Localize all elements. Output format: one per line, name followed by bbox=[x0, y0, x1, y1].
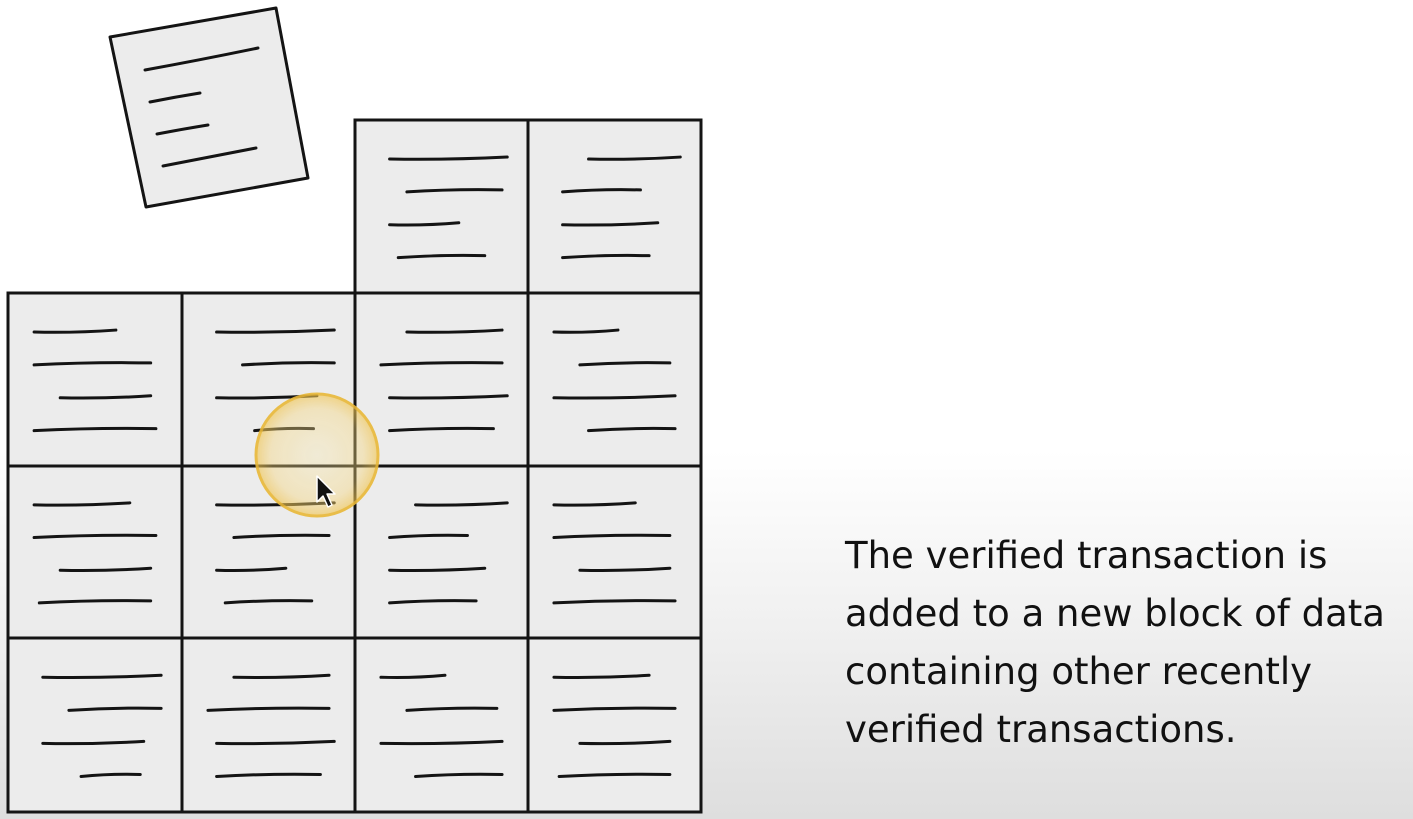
transaction-line bbox=[223, 599, 314, 605]
data-block bbox=[526, 464, 703, 640]
transaction-line bbox=[405, 188, 504, 194]
transaction-line bbox=[215, 739, 336, 746]
transaction-line bbox=[552, 328, 620, 334]
data-block bbox=[353, 291, 530, 468]
transaction-line bbox=[215, 328, 336, 334]
data-block bbox=[526, 291, 703, 468]
click-highlight-ring bbox=[254, 392, 380, 518]
transaction-line bbox=[414, 501, 509, 507]
data-block bbox=[526, 636, 703, 814]
data-block bbox=[6, 291, 184, 468]
transaction-line bbox=[388, 394, 509, 400]
transaction-line bbox=[241, 361, 336, 367]
transaction-line bbox=[32, 361, 153, 367]
transaction-line bbox=[32, 501, 132, 507]
caption-line: The verified transaction is bbox=[845, 534, 1328, 577]
data-block bbox=[526, 118, 703, 295]
transaction-line bbox=[405, 706, 499, 712]
transaction-line bbox=[552, 706, 677, 712]
data-block bbox=[180, 636, 357, 814]
transaction-line bbox=[388, 566, 487, 572]
transaction-line bbox=[232, 673, 331, 680]
transaction-line bbox=[215, 566, 288, 572]
transaction-line bbox=[552, 599, 677, 605]
transaction-line bbox=[396, 253, 487, 260]
caption-text: The verified transaction is added to a n… bbox=[845, 527, 1405, 759]
transaction-line bbox=[552, 501, 637, 507]
transaction-line bbox=[557, 772, 672, 778]
transaction-line bbox=[67, 706, 163, 712]
caption-line: containing other recently bbox=[845, 650, 1313, 693]
transaction-line bbox=[561, 221, 660, 227]
transaction-line bbox=[388, 533, 469, 540]
transaction-line bbox=[32, 328, 118, 334]
transaction-line bbox=[41, 739, 146, 746]
data-block bbox=[353, 118, 530, 295]
transaction-line bbox=[561, 188, 642, 194]
transaction-line bbox=[414, 772, 504, 778]
transaction-line bbox=[578, 739, 672, 746]
transaction-line bbox=[41, 673, 163, 680]
transaction-line bbox=[379, 739, 504, 746]
transaction-line bbox=[405, 328, 504, 334]
transaction-line bbox=[552, 533, 672, 540]
data-block bbox=[353, 636, 530, 814]
data-block bbox=[353, 464, 530, 640]
transaction-line bbox=[561, 253, 651, 260]
transaction-line bbox=[232, 533, 331, 540]
transaction-line bbox=[58, 394, 153, 400]
transaction-line bbox=[388, 599, 478, 605]
data-block bbox=[6, 636, 184, 814]
transaction-line bbox=[388, 155, 509, 161]
transaction-line bbox=[578, 566, 672, 572]
transaction-line bbox=[552, 673, 651, 680]
caption-line: verified transactions. bbox=[845, 708, 1237, 751]
transaction-line bbox=[206, 706, 331, 712]
transaction-line bbox=[388, 426, 495, 433]
mouse-pointer-icon bbox=[316, 475, 336, 508]
transaction-line bbox=[32, 426, 158, 433]
data-block bbox=[6, 464, 184, 640]
new-transaction-note bbox=[108, 6, 310, 209]
transaction-line bbox=[388, 221, 461, 227]
transaction-line bbox=[32, 533, 158, 540]
transaction-line bbox=[379, 361, 504, 367]
caption-line: added to a new block of data bbox=[845, 592, 1385, 635]
block-grid bbox=[6, 118, 703, 814]
transaction-line bbox=[552, 394, 677, 400]
transaction-line bbox=[587, 426, 677, 433]
transaction-line bbox=[79, 772, 142, 778]
transaction-line bbox=[215, 772, 322, 778]
transaction-line bbox=[37, 599, 153, 605]
transaction-line bbox=[587, 155, 682, 161]
transaction-line bbox=[58, 566, 153, 572]
transaction-line bbox=[578, 361, 672, 367]
transaction-line bbox=[379, 673, 447, 680]
